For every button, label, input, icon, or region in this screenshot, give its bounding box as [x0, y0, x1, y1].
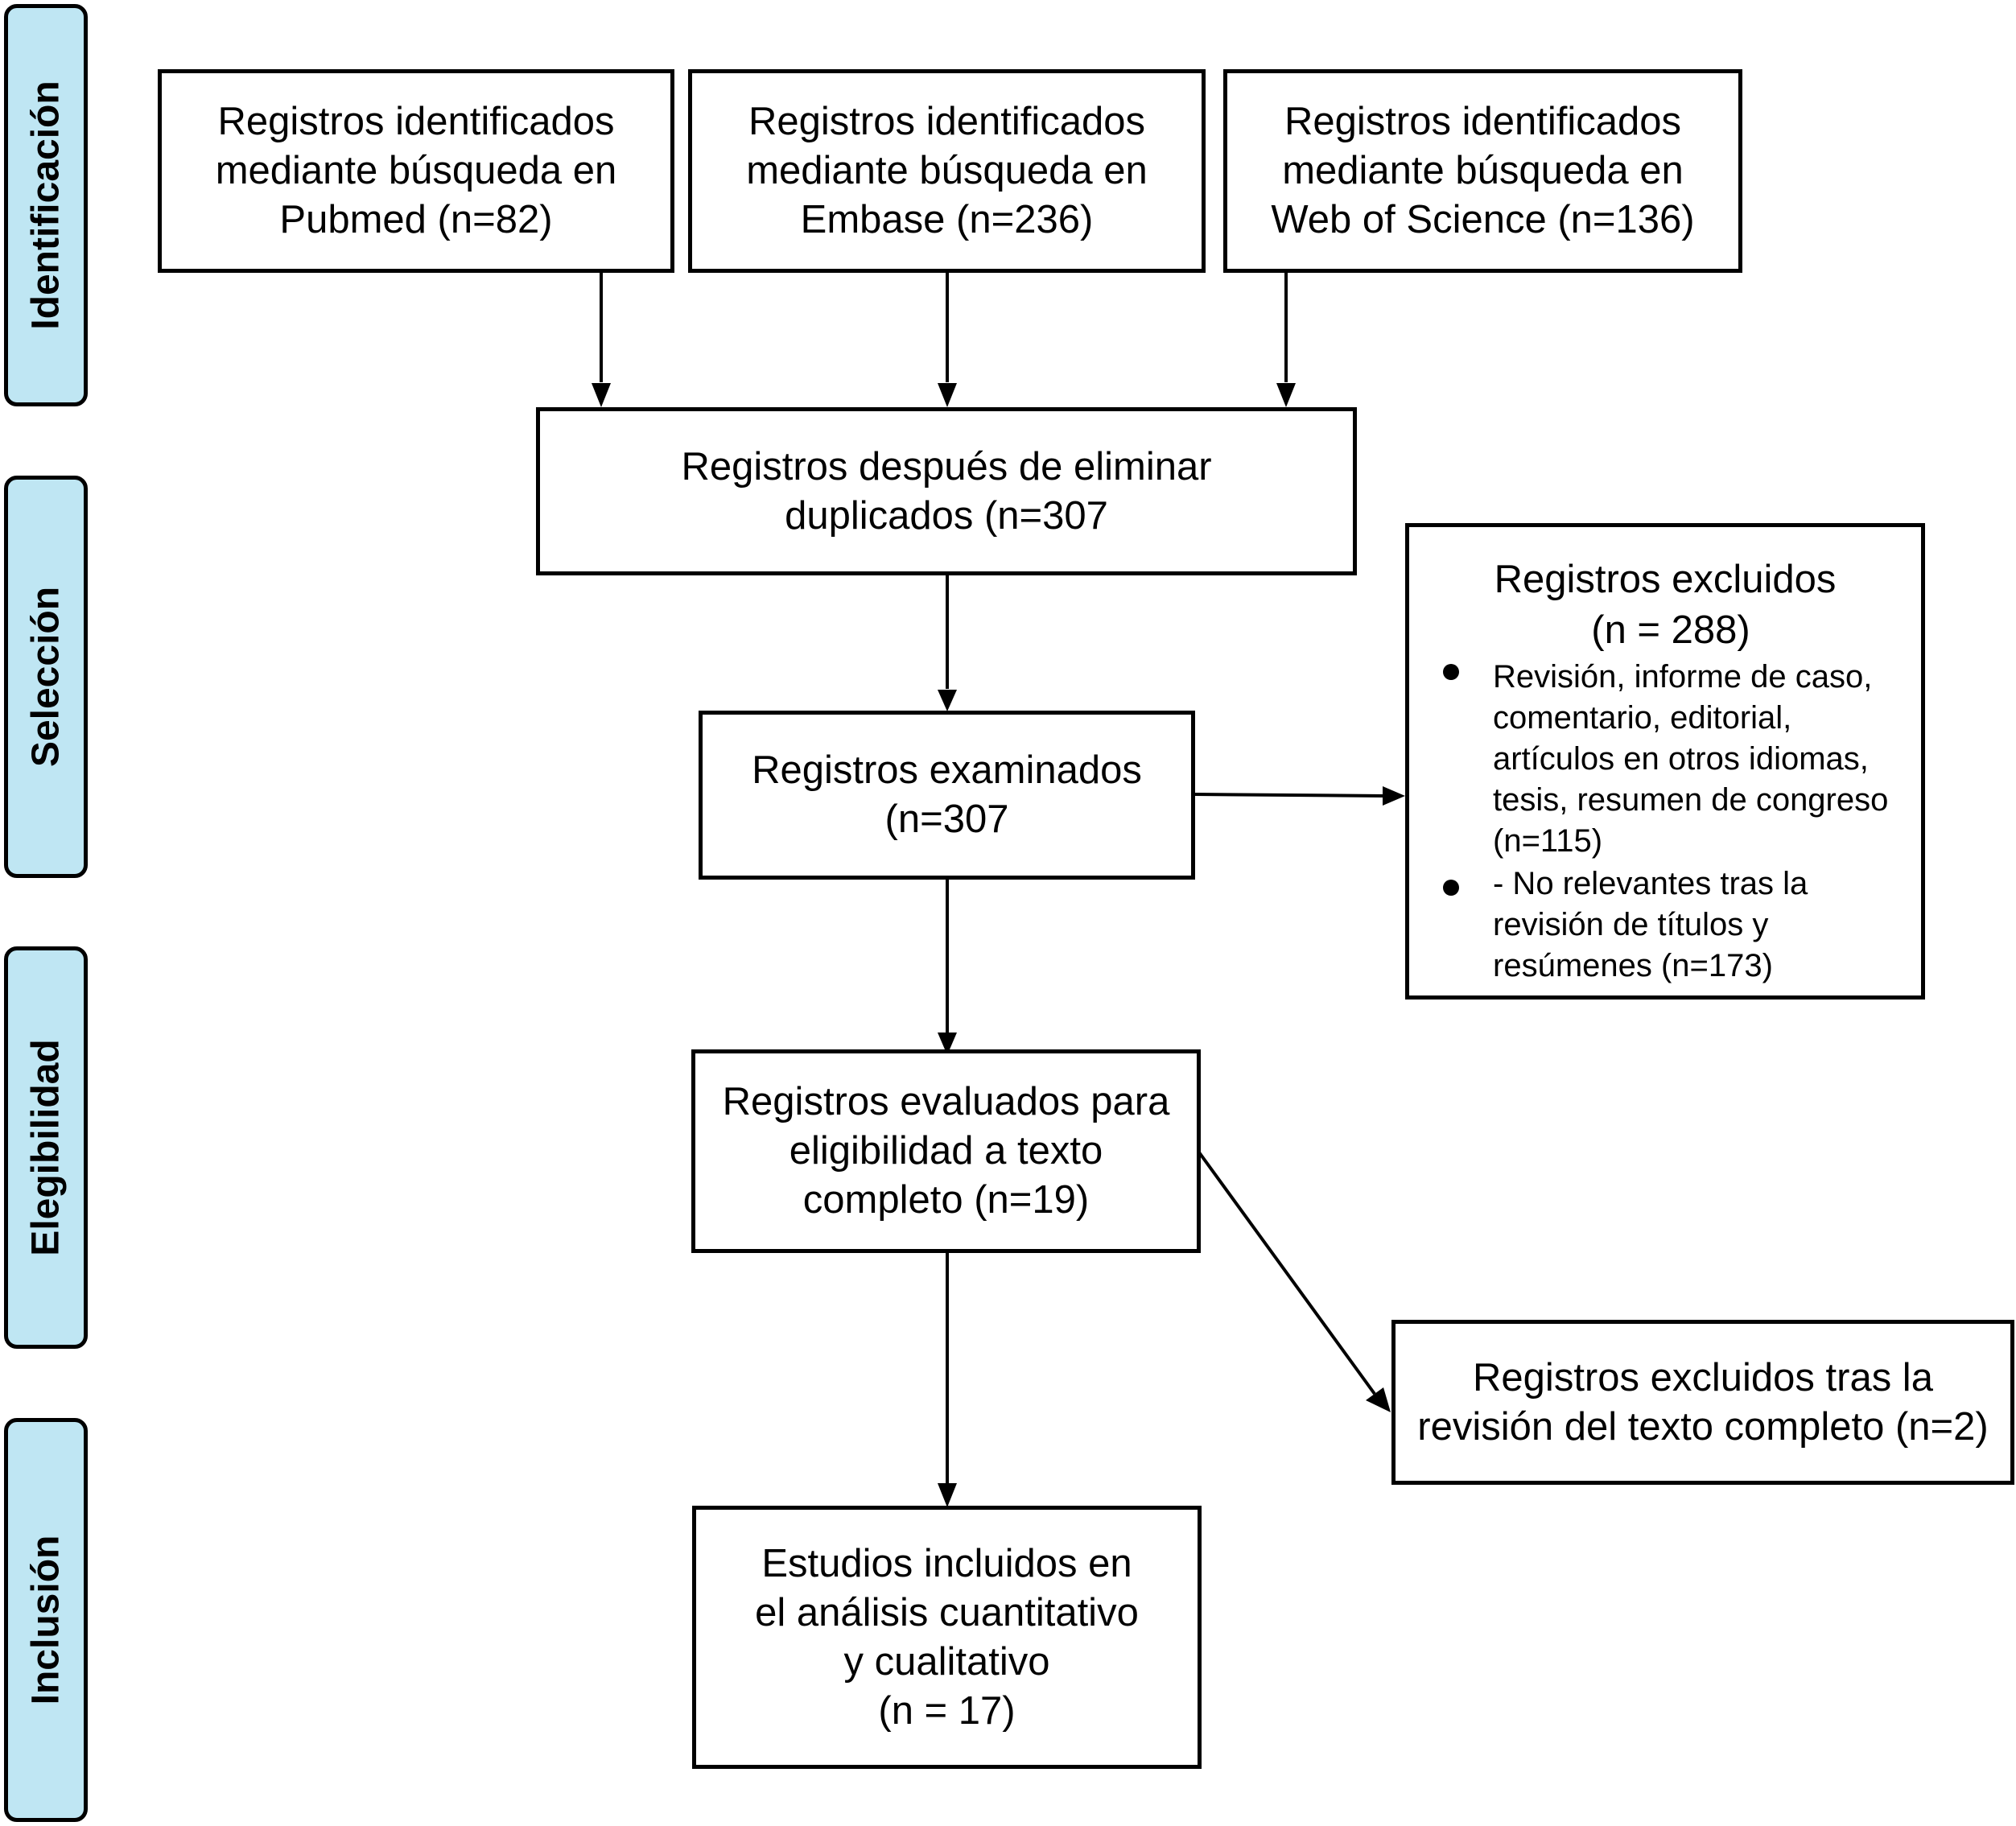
box-excluded-full-text-text: Registros excluidos tras la revisión del… — [1417, 1355, 1989, 1449]
box-excluded-records: Registros excluidos (n = 288) Revisión, … — [1405, 523, 1925, 1000]
box-web-of-science-text: Registros identificados mediante búsqued… — [1271, 100, 1695, 241]
box-web-of-science: Registros identificados mediante búsqued… — [1223, 69, 1742, 273]
bullet-icon — [1443, 880, 1459, 896]
phase-inclusion: Inclusión — [4, 1418, 88, 1822]
arrowhead-embase — [938, 383, 957, 407]
phase-elegibilidad: Elegibilidad — [4, 946, 88, 1349]
arrowhead-assessed — [938, 1033, 957, 1055]
bullet-icon — [1443, 664, 1459, 680]
excluded-reason-1: Revisión, informe de caso, comentario, e… — [1493, 659, 1889, 859]
box-embase-text: Registros identificados mediante búsqued… — [746, 100, 1148, 241]
arrow-assessed-to-excluded-full-text — [1198, 1151, 1376, 1395]
box-duplicates-removed-text: Registros después de eliminar duplicados… — [681, 444, 1212, 538]
box-full-text-assessed: Registros evaluados para eligibilidad a … — [691, 1049, 1201, 1253]
excluded-records-title: Registros excluidos — [1494, 558, 1837, 601]
box-pubmed: Registros identificados mediante búsqued… — [158, 69, 674, 273]
excluded-records-count: (n = 288) — [1591, 608, 1750, 652]
arrowhead-wos — [1276, 383, 1296, 407]
box-screened-text: Registros examinados (n=307 — [752, 748, 1142, 841]
box-included-studies-text: Estudios incluidos en el análisis cuanti… — [755, 1541, 1139, 1733]
box-pubmed-text: Registros identificados mediante búsqued… — [215, 100, 617, 241]
box-duplicates-removed: Registros después de eliminar duplicados… — [536, 407, 1357, 575]
arrowhead-pubmed — [592, 383, 611, 407]
phase-seleccion: Selección — [4, 476, 88, 878]
arrowhead-excluded — [1383, 786, 1405, 806]
arrowhead-included — [938, 1483, 957, 1507]
box-screened: Registros examinados (n=307 — [699, 711, 1195, 880]
phase-identificacion: Identificación — [4, 4, 88, 406]
box-embase: Registros identificados mediante búsqued… — [688, 69, 1206, 273]
box-full-text-assessed-text: Registros evaluados para eligibilidad a … — [722, 1080, 1170, 1222]
box-included-studies: Estudios incluidos en el análisis cuanti… — [692, 1506, 1202, 1769]
arrow-screened-to-excluded — [1194, 793, 1385, 798]
box-excluded-full-text: Registros excluidos tras la revisión del… — [1391, 1320, 2014, 1485]
arrowhead-screened — [938, 690, 957, 711]
arrowhead-excluded-full-text — [1366, 1387, 1391, 1412]
excluded-reason-2: - No relevantes tras la revisión de títu… — [1493, 866, 1808, 983]
